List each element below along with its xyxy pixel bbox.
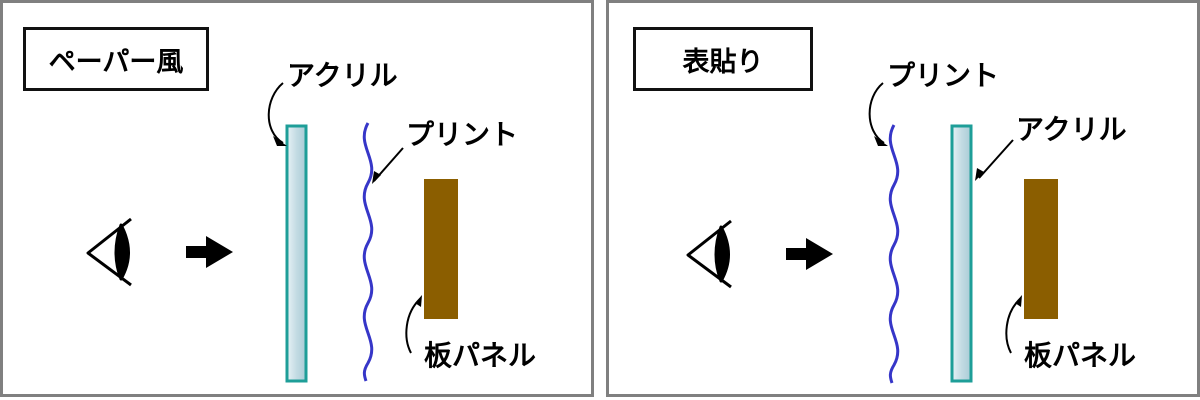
panel-title: ペーパー風 xyxy=(23,27,209,91)
label-board: 板パネル xyxy=(424,339,536,372)
panel-face-mount: 表貼り xyxy=(606,0,1200,397)
print-sheet xyxy=(362,122,374,382)
diagram-paper-style: アクリル プリント 板パネル xyxy=(86,59,536,383)
view-direction-arrow-icon xyxy=(786,238,833,270)
print-arrowhead-icon xyxy=(372,171,381,184)
view-direction-arrow-icon xyxy=(186,236,233,268)
label-print: プリント xyxy=(406,118,518,151)
eye-icon xyxy=(86,217,132,287)
label-board: 板パネル xyxy=(1024,339,1136,372)
acrylic-arrowhead-icon xyxy=(273,136,287,146)
print-sheet xyxy=(888,124,900,384)
acrylic-arrowhead-icon xyxy=(975,168,984,181)
board-panel xyxy=(1024,179,1058,319)
eye-icon xyxy=(686,219,732,289)
board-arrowhead-icon xyxy=(1015,295,1022,307)
panel-title: 表貼り xyxy=(633,27,813,91)
acrylic-leader-line xyxy=(267,82,284,144)
diagram-face-mount: プリント アクリル 板パネル xyxy=(686,59,1136,384)
label-print: プリント xyxy=(887,59,999,92)
acrylic-plate xyxy=(950,124,973,383)
acrylic-plate xyxy=(285,124,308,383)
board-leader-line xyxy=(1005,298,1021,354)
label-acrylic: アクリル xyxy=(1016,113,1127,146)
panel-paper-style: ペーパー風 xyxy=(0,0,594,397)
print-arrowhead-icon xyxy=(874,136,888,146)
print-leader-line xyxy=(868,82,885,144)
board-arrowhead-icon xyxy=(415,295,422,307)
board-leader-line xyxy=(405,298,421,354)
label-acrylic: アクリル xyxy=(287,59,398,92)
board-panel xyxy=(424,179,458,319)
acrylic-leader-line xyxy=(978,139,1014,179)
